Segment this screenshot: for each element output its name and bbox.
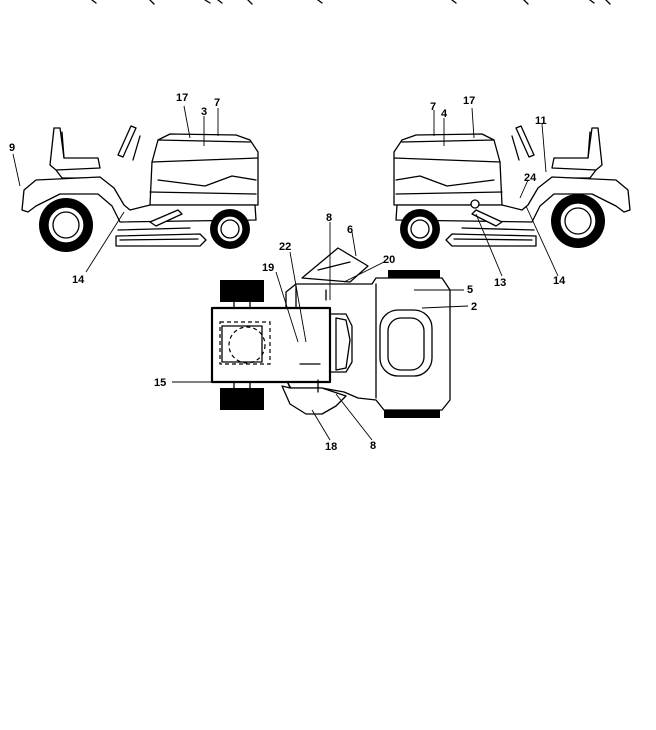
tractor-right-side-view bbox=[393, 125, 631, 249]
front-wheel-top-lower bbox=[384, 408, 440, 418]
hood-top bbox=[329, 313, 353, 373]
label-17-left: 17 bbox=[176, 92, 188, 104]
label-6: 6 bbox=[347, 224, 353, 236]
leader-lines bbox=[12, 105, 559, 441]
label-14-right: 14 bbox=[553, 275, 566, 287]
label-24: 24 bbox=[524, 172, 537, 184]
label-19: 19 bbox=[262, 262, 274, 274]
fender-left bbox=[21, 176, 257, 223]
label-22: 22 bbox=[279, 241, 291, 253]
label-3: 3 bbox=[201, 106, 207, 118]
rear-wheel-top-lower bbox=[220, 388, 264, 410]
label-8-top: 8 bbox=[326, 212, 332, 224]
label-14-left: 14 bbox=[72, 274, 85, 286]
discharge-chute-top bbox=[301, 247, 369, 283]
steering-column-left bbox=[132, 135, 141, 161]
label-9: 9 bbox=[9, 142, 15, 154]
label-8-bottom: 8 bbox=[370, 440, 376, 452]
label-11: 11 bbox=[535, 115, 547, 127]
label-7-right: 7 bbox=[430, 101, 436, 113]
label-13: 13 bbox=[494, 277, 506, 289]
label-2: 2 bbox=[471, 301, 477, 313]
label-4: 4 bbox=[441, 108, 448, 120]
rear-wheel-left bbox=[39, 198, 93, 252]
rear-wheel-top-upper bbox=[220, 280, 264, 302]
tractor-top-view bbox=[210, 247, 451, 418]
front-wheel-top-upper bbox=[388, 270, 440, 280]
label-5: 5 bbox=[467, 284, 473, 296]
dash-top bbox=[379, 309, 433, 377]
label-15: 15 bbox=[154, 377, 166, 389]
label-17-right: 17 bbox=[463, 95, 475, 107]
part-labels: 17 3 7 9 14 7 4 17 11 24 13 14 8 6 22 20… bbox=[9, 92, 566, 453]
top-edge-marks bbox=[91, 0, 611, 5]
front-wheel-left bbox=[210, 209, 250, 249]
label-20: 20 bbox=[383, 254, 395, 266]
steering-wheel-left bbox=[117, 125, 137, 158]
label-7-left: 7 bbox=[214, 97, 220, 109]
label-18: 18 bbox=[325, 441, 337, 453]
seat-left bbox=[49, 127, 101, 171]
seat-top bbox=[210, 306, 332, 384]
pedal-left bbox=[149, 209, 183, 227]
tractor-left-side-view bbox=[21, 125, 259, 252]
